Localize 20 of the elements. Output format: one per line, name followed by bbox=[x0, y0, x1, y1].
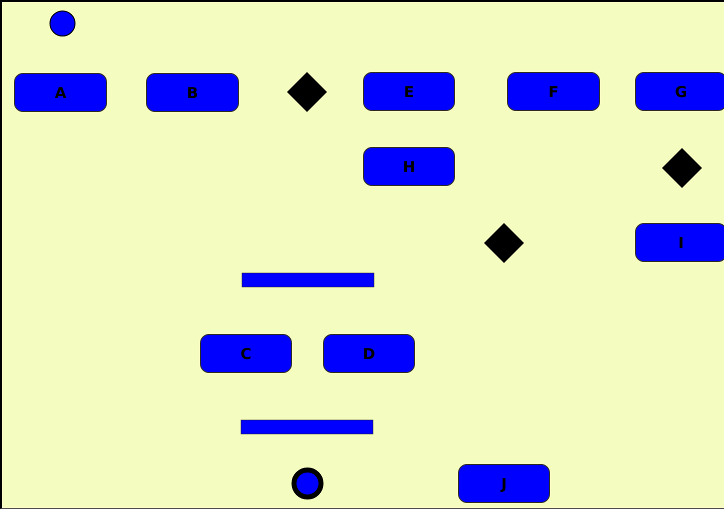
activity-label: C bbox=[240, 344, 252, 362]
activity-label: J bbox=[501, 474, 507, 492]
activity-box bbox=[200, 334, 292, 373]
activity-label: D bbox=[362, 344, 376, 362]
activity-box bbox=[635, 223, 724, 262]
activity-box bbox=[146, 73, 239, 112]
activity-label: A bbox=[54, 84, 66, 102]
activity-box bbox=[635, 72, 724, 111]
activity-label: E bbox=[404, 82, 414, 100]
activity-box bbox=[507, 72, 600, 111]
activity-label: G bbox=[674, 82, 688, 100]
activity-box bbox=[363, 147, 455, 186]
activity-box bbox=[14, 73, 107, 112]
activity-label: H bbox=[402, 158, 416, 176]
activity-box bbox=[458, 464, 550, 503]
activity-label: I bbox=[678, 234, 684, 252]
activity-box bbox=[363, 72, 455, 111]
activity-box bbox=[323, 334, 415, 373]
activity-label: B bbox=[186, 84, 198, 102]
activity-label: F bbox=[548, 82, 559, 100]
